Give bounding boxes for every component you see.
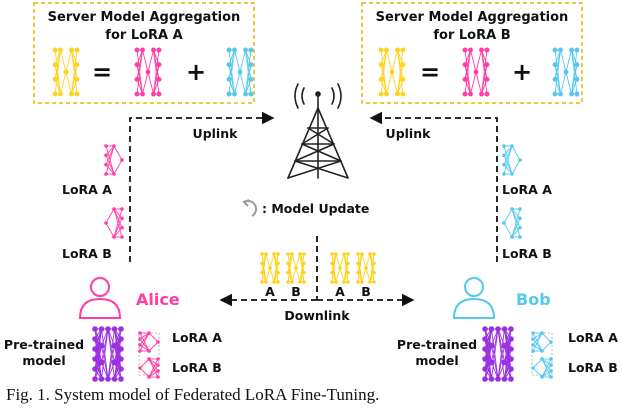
aggregation-box-lora-a: Server Model Aggregation for LoRA A = + [33,2,255,104]
alice-local-lora-b-icon [138,357,160,379]
plus-sign: + [512,58,532,86]
server-model-net-icon [52,47,80,97]
aggregation-title-a-line1: Server Model Aggregation [48,10,241,25]
bob-pretrained-label-line1: Pre-trained [397,337,477,352]
alice-pretrained-model-icon [92,326,124,382]
bob-uplink-lora-b-label: LoRA B [502,246,552,261]
uplink-label-right: Uplink [386,126,432,141]
alice-uplink-lora-b-icon [104,207,124,239]
alice-local-lora-a-label: LoRA A [172,330,222,345]
server-model-net-icon [378,47,406,97]
bob-local-lora-b-icon [531,357,553,379]
model-update-legend: : Model Update [242,199,369,217]
alice-pretrained-label-line1: Pre-trained [4,337,84,352]
equals-sign: = [92,58,112,86]
bob-uplink-lora-b-icon [502,207,522,239]
bob-uplink-lora-a-label: LoRA A [502,182,552,197]
global-lora-a-icon [260,252,280,284]
downlink-label: Downlink [284,308,350,323]
alice-uplink-lora-a-icon [104,144,124,176]
aggregation-title-b-line1: Server Model Aggregation [376,10,569,25]
downlink-label-a: A [265,284,275,299]
global-lora-b-icon [286,252,306,284]
model-update-label: : Model Update [262,201,369,216]
bob-uplink-lora-a-icon [502,144,522,176]
bob-lora-a-net-icon [226,47,254,97]
downlink-label-b: B [291,284,301,299]
aggregation-title-a-line2: for LoRA A [105,28,182,43]
uplink-label-left: Uplink [193,126,239,141]
bob-pretrained-model-icon [482,326,514,382]
alice-uplink-lora-a-label: LoRA A [62,182,112,197]
aggregation-title-b-line2: for LoRA B [433,28,510,43]
equals-sign: = [420,58,440,86]
alice-lora-a-net-icon [134,47,162,97]
downlink-label-b: B [361,284,371,299]
alice-local-lora-b-label: LoRA B [172,360,222,375]
aggregation-box-lora-b: Server Model Aggregation for LoRA B = + [361,2,583,104]
alice-uplink-lora-b-label: LoRA B [62,246,112,261]
uplink-arrow-left: Uplink [129,111,275,262]
bob-local-lora-a-label: LoRA A [568,330,618,345]
alice-avatar-icon [78,277,122,319]
downlink-label-a: A [335,284,345,299]
alice-local-lora-a-icon [138,331,160,353]
bob-name: Bob [516,290,551,309]
plus-sign: + [186,58,206,86]
bob-avatar-icon [452,277,496,319]
bob-pretrained-label-line2: model [415,353,458,368]
global-lora-b-icon [356,252,376,284]
alice-name: Alice [136,290,180,309]
bob-local-lora-a-icon [531,331,553,353]
downlink-arrow: Downlink [219,236,415,323]
bob-lora-b-net-icon [552,47,580,97]
alice-lora-b-net-icon [462,47,490,97]
figure-caption: Fig. 1. System model of Federated LoRA F… [6,385,379,404]
base-station-tower-icon [287,83,349,179]
uplink-arrow-right: Uplink [369,111,498,262]
alice-pretrained-label-line2: model [22,353,65,368]
global-lora-a-icon [330,252,350,284]
bob-local-lora-b-label: LoRA B [568,360,618,375]
